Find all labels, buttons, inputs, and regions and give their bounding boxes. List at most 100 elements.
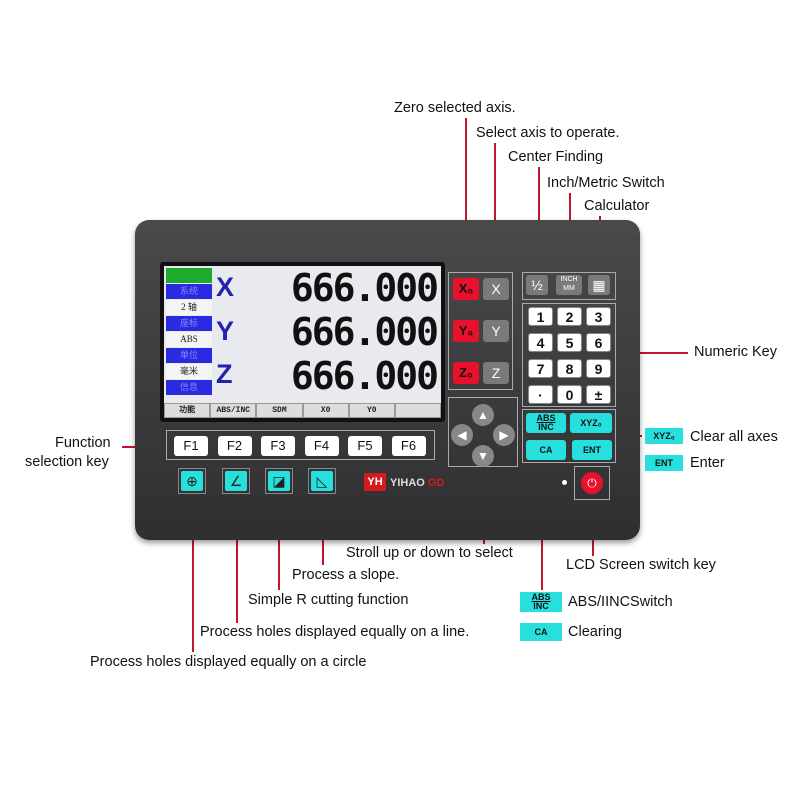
brand-name-text: YIHAO	[390, 477, 425, 489]
axis-y-button[interactable]: Y	[483, 320, 509, 342]
numpad-key[interactable]: 3	[586, 307, 611, 326]
label-inch-metric: Inch/Metric Switch	[547, 175, 665, 191]
arc-icon: ◪	[268, 471, 290, 491]
label-zero-axis: Zero selected axis.	[394, 100, 516, 116]
label-stroll: Stroll up or down to select	[346, 545, 513, 561]
line-angle-icon: ∠	[225, 471, 247, 491]
label-function-key-2: selection key	[25, 454, 109, 470]
bolt-circle-button[interactable]: ⊕	[178, 468, 206, 494]
numpad-key[interactable]: 2	[557, 307, 582, 326]
sidebar-item: 2 轴	[166, 300, 212, 315]
f2-button[interactable]: F2	[217, 436, 252, 456]
clear-axes-button[interactable]: XYZ₀	[570, 413, 612, 433]
slope-button[interactable]: ◺	[308, 468, 336, 494]
label-lcd-switch: LCD Screen switch key	[566, 557, 716, 573]
label-r-cut: Simple R cutting function	[248, 592, 409, 608]
numpad-key[interactable]: ±	[586, 385, 611, 404]
label-center-finding: Center Finding	[508, 149, 604, 165]
f3-button[interactable]: F3	[261, 436, 295, 456]
f5-button[interactable]: F5	[348, 436, 382, 456]
sidebar-item: 系统	[166, 284, 212, 299]
crosshair-icon: ⊕	[181, 471, 203, 491]
abs-label: ABS	[536, 413, 556, 423]
label-clearing: Clearing	[568, 624, 622, 640]
axis-value-z: 666.000	[290, 354, 439, 398]
brand-logo: YH	[364, 473, 386, 491]
arrow-right-button[interactable]: ▶	[493, 424, 515, 446]
fbar-item: ABS/INC	[210, 403, 257, 418]
ca-badge: CA	[520, 623, 562, 641]
arrow-up-button[interactable]: ▲	[472, 404, 494, 426]
label-numeric-key: Numeric Key	[694, 344, 777, 360]
numpad-key[interactable]: 7	[528, 359, 553, 378]
axis-value-y: 666.000	[290, 310, 439, 354]
zero-z-button[interactable]: Z₀	[453, 362, 479, 384]
axis-label-y: Y	[216, 316, 235, 346]
label-select-axis: Select axis to operate.	[476, 125, 620, 141]
numpad-key[interactable]: ·	[528, 385, 553, 404]
numpad-key[interactable]: 4	[528, 333, 553, 352]
brand-name: YIHAO GD	[390, 477, 444, 489]
lcd-screen: 系统 2 轴 座标 ABS 单位 毫米 信息 X Y Z 666.000 666…	[160, 262, 445, 422]
inc-badge-label: INC	[533, 601, 549, 611]
numpad-key[interactable]: 5	[557, 333, 582, 352]
label-holes-circle: Process holes displayed equally on a cir…	[90, 654, 367, 670]
sidebar-item: 座标	[166, 316, 212, 331]
sidebar-item: ABS	[166, 332, 212, 347]
label-clear-axes: Clear all axes	[690, 429, 778, 445]
axis-value-x: 666.000	[290, 266, 439, 310]
power-led	[562, 480, 567, 485]
inch-label: INCH	[560, 276, 578, 283]
fbar-item	[394, 403, 442, 418]
axis-x-button[interactable]: X	[483, 278, 509, 300]
r-cut-button[interactable]: ◪	[265, 468, 293, 494]
enter-button[interactable]: ENT	[572, 440, 612, 460]
sidebar-item: 信息	[166, 380, 212, 395]
fbar-item: 功能	[164, 403, 211, 418]
axis-label-x: X	[216, 272, 235, 302]
power-button[interactable]: ⏻	[581, 472, 603, 494]
label-enter: Enter	[690, 455, 725, 471]
numpad-key[interactable]: 9	[586, 359, 611, 378]
inch-mm-button[interactable]: INCH MM	[556, 275, 582, 295]
center-finding-button[interactable]: ½	[526, 275, 548, 295]
slope-icon: ◺	[311, 471, 333, 491]
f1-button[interactable]: F1	[174, 436, 208, 456]
axis-label-z: Z	[216, 359, 233, 389]
f4-button[interactable]: F4	[304, 436, 339, 456]
label-slope: Process a slope.	[292, 567, 400, 583]
label-calculator: Calculator	[584, 198, 650, 214]
fbar-item: X0	[302, 403, 349, 418]
clear-button[interactable]: CA	[526, 440, 566, 460]
arrow-down-button[interactable]: ▼	[472, 445, 494, 467]
screen-sidebar: 系统 2 轴 座标 ABS 单位 毫米 信息	[166, 268, 212, 396]
f6-button[interactable]: F6	[391, 436, 426, 456]
ent-badge: ENT	[645, 455, 683, 471]
brand-suffix: GD	[427, 477, 445, 489]
zero-y-button[interactable]: Y₀	[453, 320, 479, 342]
function-bar: 功能 ABS/INC SDM X0 Y0	[164, 403, 442, 418]
arrow-left-button[interactable]: ◀	[451, 424, 473, 446]
zero-x-button[interactable]: X₀	[453, 278, 479, 300]
fbar-item: Y0	[348, 403, 395, 418]
sidebar-status	[166, 268, 212, 283]
label-abs-inc: ABS/IINCSwitch	[568, 594, 673, 610]
fbar-item: SDM	[256, 403, 303, 418]
numpad-key[interactable]: 8	[557, 359, 582, 378]
xyz-badge: XYZ₀	[645, 428, 683, 444]
numpad-key[interactable]: 6	[586, 333, 611, 352]
inc-label: INC	[538, 422, 554, 432]
numpad-key[interactable]: 1	[528, 307, 553, 326]
mm-label: MM	[563, 285, 575, 292]
label-holes-line: Process holes displayed equally on a lin…	[200, 624, 470, 640]
sidebar-item: 单位	[166, 348, 212, 363]
bolt-line-button[interactable]: ∠	[222, 468, 250, 494]
abs-badge-label: ABS	[531, 592, 551, 602]
calculator-button[interactable]: ▦	[588, 275, 610, 295]
numpad-key[interactable]: 0	[557, 385, 582, 404]
axis-z-button[interactable]: Z	[483, 362, 509, 384]
sidebar-item: 毫米	[166, 364, 212, 379]
label-function-key-1: Function	[55, 435, 111, 451]
